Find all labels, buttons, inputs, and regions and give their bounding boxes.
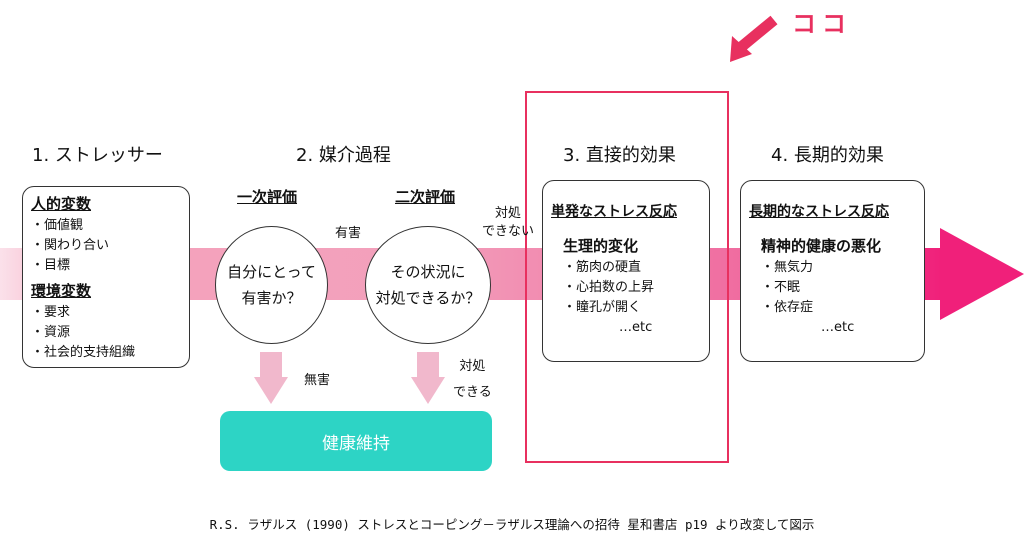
long-term-effect-list: ・無気力 ・不眠 ・依存症 [761,258,924,318]
list-item: ・価値観 [31,218,84,233]
personal-variables-heading: 人的変数 [31,195,92,213]
secondary-appraisal-title: 二次評価 [395,188,456,206]
callout-label: ココ [792,10,852,38]
stage-title-4: 4. 長期的効果 [771,145,884,166]
primary-appraisal-circle: 自分にとって 有害か？ [215,226,328,344]
direct-effect-etc: …etc [619,320,653,335]
direct-effect-box: 単発なストレス反応 生理的変化 ・筋肉の硬直 ・心拍数の上昇 ・瞳孔が開く …e… [542,180,710,362]
harmless-label: 無害 [304,373,331,388]
list-item: ・目標 [31,258,71,273]
stage-title-3: 3. 直接的効果 [563,145,676,166]
source-caption: R.S. ラザルス (1990) ストレスとコーピング－ラザルス理論への招待 星… [209,517,815,532]
direct-effect-title: 単発なストレス反応 [551,204,677,220]
primary-appraisal-title: 一次評価 [237,188,298,206]
direct-effect-list: ・筋肉の硬直 ・心拍数の上昇 ・瞳孔が開く [563,258,709,318]
primary-question-line: 有害か？ [241,289,302,307]
can-cope-line: 対処 [459,359,486,374]
list-item: ・筋肉の硬直 [563,260,642,275]
personal-variables-list: ・価値観 ・関わり合い ・目標 [31,216,189,276]
stage-title-1: 1. ストレッサー [32,145,163,166]
harmful-label: 有害 [335,226,362,241]
cannot-cope-label: 対処 できない [482,205,534,241]
stage-title-2: 2. 媒介過程 [296,145,391,166]
list-item: ・無気力 [761,260,814,275]
secondary-question-line: 対処できるか？ [375,289,481,307]
list-item: ・要求 [31,305,71,320]
list-item: ・不眠 [761,280,801,295]
can-cope-label: 対処 できる [453,354,492,406]
list-item: ・資源 [31,325,71,340]
environment-variables-heading: 環境変数 [31,282,92,300]
callout-arrow-icon [730,15,778,62]
down-arrow-harmless-head [254,377,288,404]
health-maintenance-box: 健康維持 [220,411,492,471]
down-arrow-cope-head [411,377,445,404]
direct-effect-sub: 生理的変化 [563,237,639,255]
health-maintenance-label: 健康維持 [322,433,390,454]
highlight-frame [525,91,729,463]
list-item: ・瞳孔が開く [563,300,642,315]
long-term-effect-box: 長期的なストレス反応 精神的健康の悪化 ・無気力 ・不眠 ・依存症 …etc [740,180,925,362]
long-term-effect-etc: …etc [821,320,855,335]
list-item: ・心拍数の上昇 [563,280,655,295]
list-item: ・社会的支持組織 [31,345,136,360]
cannot-cope-line: できない [482,224,535,239]
secondary-appraisal-circle: その状況に 対処できるか？ [365,226,491,344]
down-arrow-cope [417,352,439,378]
secondary-question-line: その状況に [390,263,466,281]
cannot-cope-line: 対処 [495,206,522,221]
flow-arrow-head [940,228,1024,320]
long-term-effect-sub: 精神的健康の悪化 [761,237,882,255]
primary-question-line: 自分にとって [227,263,316,281]
environment-variables-list: ・要求 ・資源 ・社会的支持組織 [31,303,189,363]
stressor-box: 人的変数 ・価値観 ・関わり合い ・目標 環境変数 ・要求 ・資源 ・社会的支持… [22,186,190,368]
list-item: ・関わり合い [31,238,110,253]
can-cope-line: できる [453,385,492,400]
long-term-effect-title: 長期的なストレス反応 [749,204,889,220]
down-arrow-harmless [260,352,282,378]
list-item: ・依存症 [761,300,814,315]
